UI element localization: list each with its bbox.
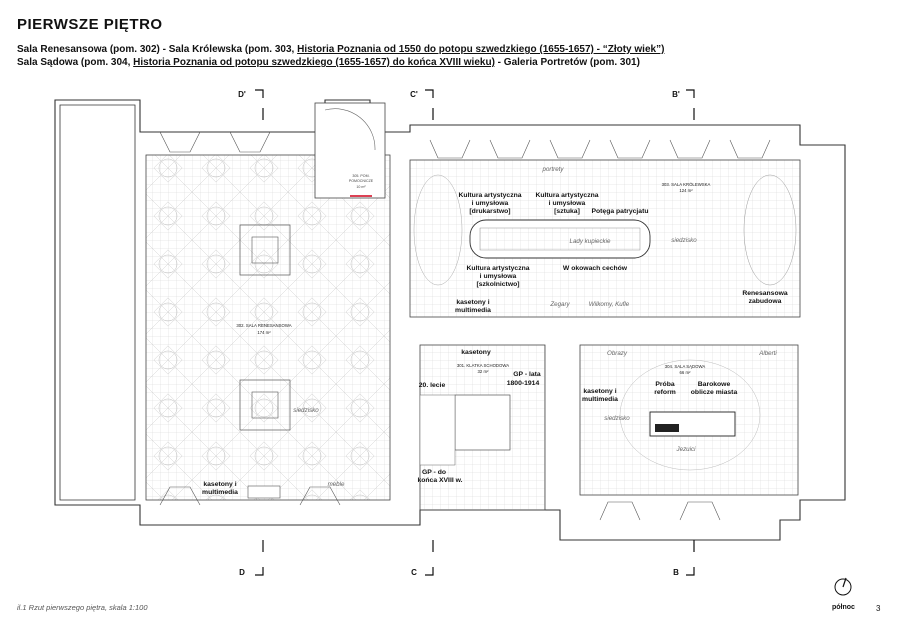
section-label-b-bottom: B (673, 568, 679, 577)
section-label-d-bottom: D (239, 568, 245, 577)
room-area-renesansowa: 174 m² (257, 330, 271, 335)
section-markers (255, 89, 695, 576)
section-label-c-top: C' (410, 90, 418, 99)
label-siedzisko-renesansowa: siedzisko (293, 407, 319, 414)
figure-caption: il.1 Rzut pierwszego piętra, skala 1:100 (17, 603, 148, 612)
page-title: PIERWSZE PIĘTRO (17, 16, 163, 33)
label-jezuici: Jezuici (676, 446, 697, 453)
label-wilkomy: Wilkomy, Kufle (589, 301, 630, 308)
room-area-krolewska: 124 m² (679, 188, 693, 193)
label-kasetony-1a: kasetony i (456, 299, 489, 306)
room-name-pom305-a: 305. POM. (352, 174, 369, 178)
subtitle-line-1-link: Historia Poznania od 1550 do potopu szwe… (297, 44, 665, 55)
label-lady-kupieckie: Lady kupieckie (570, 238, 611, 245)
label-kultura-sztuka-2: i umysłowa (549, 200, 586, 207)
label-kasetony-4a: kasetony i (583, 388, 616, 395)
label-siedzisko-krolewska: siedzisko (671, 237, 697, 244)
room-area-klatka: 32 m² (478, 369, 490, 374)
label-zegary: Zegary (549, 301, 570, 308)
label-gp-1b: 1800-1914 (507, 380, 540, 387)
room-name-sadowa: 304. SALA SĄDOWA (665, 364, 706, 369)
label-kultura-drukarstwo-2: i umysłowa (472, 200, 509, 207)
subtitle-line-2-tail: - Galeria Portretów (pom. 301) (494, 57, 640, 68)
label-portrety: portrety (542, 166, 565, 173)
label-proba-b: reform (654, 389, 676, 396)
room-name-pom305-b: POMOCNICZE (349, 179, 374, 183)
label-kasetony-3a: kasetony i (203, 481, 236, 488)
label-potega: Potęga patrycjatu (591, 208, 648, 215)
label-proba-a: Próba (655, 381, 674, 388)
label-obrazy: Obrazy (607, 350, 628, 357)
label-kultura-szkolnictwo-3: [szkolnictwo] (476, 281, 519, 288)
subtitle-line-2: Sala Sądowa (pom. 304, Historia Poznania… (17, 57, 640, 68)
label-kasetony-1b: multimedia (455, 307, 491, 314)
subtitle-line-1: Sala Renesansowa (pom. 302) - Sala Króle… (17, 44, 664, 55)
room-area-sadowa: 66 m² (680, 370, 692, 375)
label-gp-2a: GP - do (422, 469, 446, 476)
window-niches (159, 131, 771, 521)
label-kultura-sztuka-3: [sztuka] (554, 208, 580, 215)
subtitle-line-2-text: Sala Sądowa (pom. 304, (17, 57, 134, 68)
subtitle-line-1-text: Sala Renesansowa (pom. 302) - Sala Króle… (17, 44, 298, 55)
label-barokowe-a: Barokowe (698, 381, 731, 388)
room-pom305 (314, 102, 386, 199)
label-20-lecie: 20. lecie (419, 382, 446, 389)
room-renesansowa (145, 154, 391, 501)
label-kasetony-4b: multimedia (582, 396, 618, 403)
label-kultura-sztuka-1: Kultura artystyczna (535, 192, 598, 199)
label-kultura-szkolnictwo-1: Kultura artystyczna (466, 265, 529, 272)
room-name-klatka: 301. KLATKA SCHODOWA (457, 363, 509, 368)
page-number: 3 (876, 604, 881, 613)
north-arrow: północ (832, 577, 855, 611)
label-alberti: Alberti (758, 350, 777, 357)
room-name-renesansowa: 302. SALA RENESANSOWA (236, 323, 291, 328)
building-walls (54, 99, 846, 541)
section-label-c-bottom: C (411, 568, 417, 577)
label-kasetony-3b: multimedia (202, 489, 238, 496)
subtitle-line-2-link: Historia Poznania od potopu szwedzkiego … (133, 57, 495, 68)
compass-icon (834, 577, 852, 596)
label-renesansowa-zabudowa-a: Renesansowa (742, 290, 788, 297)
label-kultura-drukarstwo-3: [drukarstwo] (469, 208, 510, 215)
room-area-pom305: 10 m² (356, 185, 366, 189)
label-renesansowa-zabudowa-b: zabudowa (749, 298, 782, 305)
room-name-krolewska: 303. SALA KRÓLEWSKA (662, 182, 711, 187)
north-label: północ (832, 604, 855, 611)
section-label-d-top: D' (238, 90, 246, 99)
label-kultura-drukarstwo-1: Kultura artystyczna (458, 192, 521, 199)
label-meble: meble (328, 481, 345, 488)
label-gp-1a: GP - lata (513, 371, 541, 378)
section-label-b-top: B' (672, 90, 680, 99)
label-kasetony-2: kasetony (461, 349, 491, 356)
label-siedzisko-sadowa: siedzisko (604, 415, 630, 422)
label-gp-2b: końca XVIII w. (417, 477, 462, 484)
label-barokowe-b: oblicze miasta (691, 389, 738, 396)
label-okowy: W okowach cechów (563, 265, 628, 272)
label-kultura-szkolnictwo-2: i umysłowa (480, 273, 517, 280)
